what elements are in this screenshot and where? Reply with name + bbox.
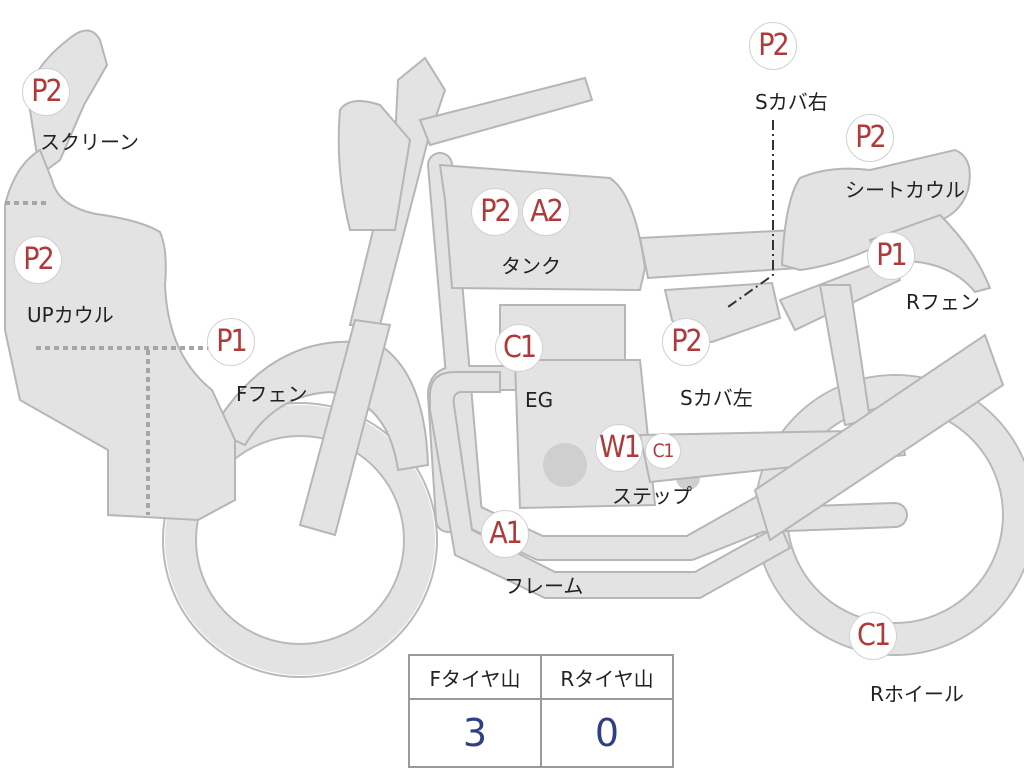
up-cowl-label: UPカウル [27,303,114,327]
up-cowl-shape [4,148,236,522]
frame-label: フレーム [504,574,584,598]
step-sub-grade-badge: C1 [645,433,681,469]
rear-tire-tread-header: Rタイヤ山 [540,654,674,700]
r-wheel-grade-badge: C1 [849,612,897,660]
r-fender-grade-badge: P1 [867,232,915,280]
step-grade-badge: W1 [595,424,643,472]
f-fender-grade-badge: P1 [207,318,255,366]
frame-lower-loop [429,371,792,599]
s-cover-right-grade-badge: P2 [749,22,797,70]
tire-tread-table: Fタイヤ山 Rタイヤ山 3 0 [408,654,674,768]
step-label: ステップ [612,484,692,508]
tank-label: タンク [501,254,561,278]
seat-cowl-grade-badge: P2 [846,114,894,162]
engine-grade-badge: C1 [495,324,543,372]
tank-grade-badge-a2: A2 [522,188,570,236]
engine-cover [543,443,587,487]
rear-cover-shape [753,333,1005,542]
s-cover-right-leader [727,120,774,308]
headlight-bracket [337,100,412,231]
screen-grade-badge: P2 [22,68,70,116]
tire-tread-header-row: Fタイヤ山 Rタイヤ山 [408,654,674,700]
frame-grade-badge: A1 [481,510,529,558]
tire-tread-value-row: 3 0 [408,698,674,768]
handlebar [418,76,594,147]
seat-cowl-label: シートカウル [845,178,965,202]
s-cover-left-grade-badge: P2 [662,318,710,366]
front-tire-tread-header: Fタイヤ山 [408,654,542,700]
front-wheel [162,402,438,678]
s-cover-left-label: Sカバ左 [680,386,753,410]
fork-lower [298,318,392,537]
engine-label: EG [525,388,554,412]
up-cowl-grade-badge: P2 [14,236,62,284]
front-tire-tread-value: 3 [408,698,542,768]
front-wheel-tire [165,405,435,675]
rear-tire-tread-value: 0 [540,698,674,768]
s-cover-right-label: Sカバ右 [755,90,828,114]
tank-grade-badge-p2: P2 [471,188,519,236]
seat-shape [638,228,802,280]
front-wheel-inner [195,435,405,645]
f-fender-label: Fフェン [236,382,308,406]
r-fender-label: Rフェン [906,290,980,314]
screen-label: スクリーン [40,130,139,154]
r-wheel-label: Rホイール [870,682,964,706]
seat-cowl-shape [780,148,971,272]
